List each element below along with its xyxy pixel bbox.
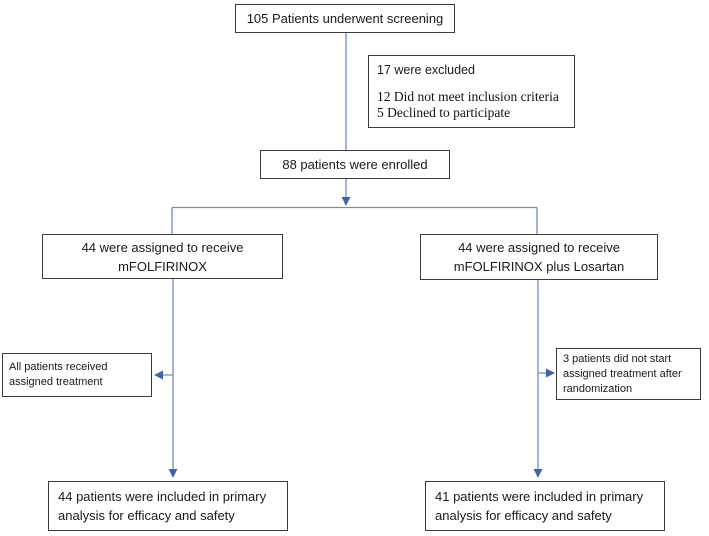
excluded-item: 12 Did not meet inclusion criteria (377, 89, 559, 104)
note-right-line: 3 patients did not start (563, 352, 672, 365)
primary-analysis-left-box: 44 patients were included in primary ana… (48, 481, 288, 531)
enrolled-text: 88 patients were enrolled (282, 157, 428, 172)
arm-mfolfirinox-box: 44 were assigned to receive mFOLFIRINOX (42, 234, 283, 279)
excluded-box: 17 were excluded 12 Did not meet inclusi… (368, 55, 575, 128)
note-right-line: assigned treatment after (563, 367, 682, 380)
primary-left-line: 44 patients were included in primary (58, 489, 267, 504)
primary-right-line: 41 patients were included in primary (435, 489, 644, 504)
excluded-item: 5 Declined to participate (377, 105, 511, 120)
excluded-title: 17 were excluded (377, 63, 475, 77)
enrolled-box: 88 patients were enrolled (260, 150, 450, 179)
note-left-line: All patients received (9, 361, 108, 373)
primary-analysis-right-box: 41 patients were included in primary ana… (425, 481, 665, 531)
note-all-received-box: All patients received assigned treatment (2, 353, 152, 397)
arm-mfolfirinox-losartan-box: 44 were assigned to receive mFOLFIRINOX … (420, 234, 658, 280)
primary-right-line: analysis for efficacy and safety (435, 508, 612, 523)
primary-left-line: analysis for efficacy and safety (58, 508, 235, 523)
note-did-not-start-box: 3 patients did not start assigned treatm… (556, 348, 701, 400)
screening-text: 105 Patients underwent screening (246, 11, 444, 26)
screening-box: 105 Patients underwent screening (235, 4, 455, 33)
note-left-line: assigned treatment (9, 376, 103, 388)
arm-left-line: 44 were assigned to receive (81, 239, 244, 255)
arm-right-line: mFOLFIRINOX plus Losartan (453, 259, 625, 274)
arm-left-line: mFOLFIRINOX (118, 258, 207, 274)
note-right-line: randomization (563, 382, 633, 395)
arm-right-line: 44 were assigned to receive (458, 240, 620, 255)
